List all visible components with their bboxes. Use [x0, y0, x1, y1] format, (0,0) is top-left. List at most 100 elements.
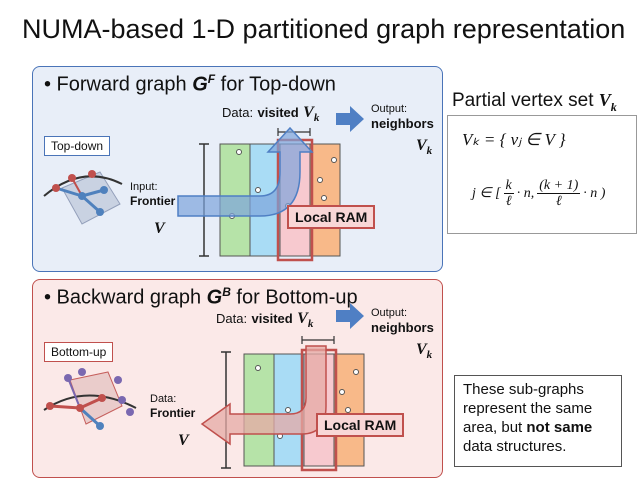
top-input-value: Frontier	[130, 194, 176, 208]
formula-range-open: j ∈ [	[472, 186, 501, 201]
bottom-output-vk: Vk	[416, 341, 432, 361]
partial-vertex-heading: Partial vertex set Vk	[452, 90, 617, 115]
top-traversal-arrow	[177, 126, 314, 217]
vertex-dot	[255, 187, 261, 193]
page-title: NUMA-based 1-D partitioned graph represe…	[22, 14, 626, 44]
bottom-vk-v: V	[297, 310, 308, 327]
bottom-graph-edge	[49, 404, 81, 410]
partial-vertex-prefix: Partial vertex set	[452, 90, 599, 111]
bottom-graph-node	[76, 404, 84, 412]
bottom-v-label: V	[178, 432, 189, 449]
formula-fraction-2: (k + 1) ℓ	[537, 178, 581, 209]
bottom-graph-edge	[78, 406, 102, 428]
bottom-graph-node	[46, 402, 54, 410]
formula-range-mid: · n,	[516, 185, 535, 201]
bottom-graph-node	[78, 368, 86, 376]
vertex-dot	[317, 177, 323, 183]
bottom-frontier-label: Data:	[150, 393, 177, 405]
top-input-label: Input:	[130, 181, 158, 193]
top-vk-sub: k	[313, 112, 320, 125]
top-output-vk-v: V	[416, 137, 427, 154]
top-graph-illustration	[43, 170, 123, 225]
backward-graph-suffix: for Bottom-up	[230, 286, 358, 309]
top-output-vk-sub: k	[426, 145, 433, 158]
backward-graph-heading: • Backward graph GB for Bottom-up	[44, 285, 358, 310]
forward-graph-prefix: • Forward graph	[44, 73, 193, 96]
top-graph-node	[68, 174, 76, 182]
top-v-label: V	[154, 220, 165, 237]
top-graph-edge	[81, 194, 101, 214]
bottom-frontier-block: Data: Frontier	[150, 392, 195, 421]
backward-graph-sup: B	[222, 285, 231, 299]
top-graph-node	[78, 192, 86, 200]
forward-graph-suffix: for Top-down	[215, 73, 336, 96]
vertex-dot	[321, 195, 327, 201]
bottom-graph-node	[118, 396, 126, 404]
bottom-output-label: Output:	[371, 307, 408, 319]
bottom-vk-sub: k	[307, 318, 314, 331]
top-graph-node	[52, 184, 60, 192]
top-graph-node	[88, 170, 96, 178]
bottom-graph-illustration	[43, 368, 137, 430]
top-partition-diagram	[177, 126, 341, 262]
bottom-frontier-value: Frontier	[150, 406, 196, 420]
top-output-arrow-shape	[336, 106, 364, 132]
bottom-graph-edge	[79, 396, 103, 410]
fraction-2-numerator: (k + 1)	[537, 178, 581, 194]
forward-graph-sup: F	[207, 72, 216, 86]
vertex-dot	[339, 389, 345, 395]
bottom-graph-edge	[67, 377, 81, 409]
backward-graph-symbol: G	[206, 286, 223, 309]
top-graph-node	[100, 186, 108, 194]
note-box: These sub-graphs represent the same area…	[454, 375, 622, 467]
fraction-1-numerator: k	[503, 178, 514, 194]
top-local-ram-label: Local RAM	[287, 205, 376, 229]
top-output-value: neighbors	[371, 116, 434, 131]
backward-graph-prefix: • Backward graph	[44, 286, 207, 309]
top-down-tag: Top-down	[44, 136, 111, 156]
vertex-dot	[285, 407, 291, 413]
vertex-dot	[345, 407, 351, 413]
bottom-partition-diagram	[200, 336, 365, 472]
top-graph-edge	[55, 186, 83, 198]
bottom-output-vk-sub: k	[426, 349, 433, 362]
top-data-value: visited	[257, 105, 299, 120]
bottom-output-arrow-shape	[336, 303, 364, 329]
formula-range-close: · n )	[583, 185, 606, 201]
top-output-vk: Vk	[416, 137, 432, 157]
top-input-block: Input: Frontier	[130, 180, 175, 209]
formula-line-2: j ∈ [ k ℓ · n, (k + 1) ℓ · n )	[472, 178, 605, 209]
fraction-2-denominator: ℓ	[555, 194, 562, 209]
bottom-graph-node	[114, 376, 122, 384]
bottom-output-arrow	[336, 303, 364, 329]
top-data-prefix: Data:	[222, 105, 254, 120]
partial-vertex-sub: k	[610, 99, 617, 114]
top-output-arrow	[336, 106, 364, 132]
vertex-dot	[255, 365, 261, 371]
top-vk-v: V	[303, 104, 314, 121]
top-output-block: Output: neighbors	[371, 102, 434, 131]
bottom-partition-blue	[273, 353, 305, 467]
bottom-data-label: Data: visited Vk	[216, 310, 313, 330]
partial-vertex-v: V	[598, 90, 611, 110]
bottom-local-ram-label: Local RAM	[316, 413, 405, 437]
fraction-1-denominator: ℓ	[505, 194, 512, 209]
top-graph-arc	[43, 175, 123, 197]
bottom-graph-node	[126, 408, 134, 416]
formula-fraction-1: k ℓ	[503, 178, 514, 209]
bottom-graph-node	[96, 422, 104, 430]
note-text-1: These sub-graphs represent the same area…	[463, 381, 593, 436]
bottom-up-tag: Bottom-up	[44, 342, 114, 362]
bottom-data-prefix: Data:	[216, 311, 248, 326]
top-data-label: Data: visited Vk	[222, 104, 319, 124]
note-text-bold: not same	[526, 419, 593, 436]
bottom-partition-green	[243, 353, 275, 467]
bottom-data-value: visited	[251, 311, 293, 326]
top-graph-node	[96, 208, 104, 216]
top-output-label: Output:	[371, 103, 408, 115]
bottom-graph-node	[98, 394, 106, 402]
vertex-set-formula: Vₖ = { vⱼ ∈ V } j ∈ [ k ℓ · n, (k + 1) ℓ…	[447, 115, 637, 234]
forward-graph-heading: • Forward graph GF for Top-down	[44, 72, 336, 97]
note-text-2: data structures.	[463, 438, 567, 455]
bottom-graph-node	[64, 374, 72, 382]
